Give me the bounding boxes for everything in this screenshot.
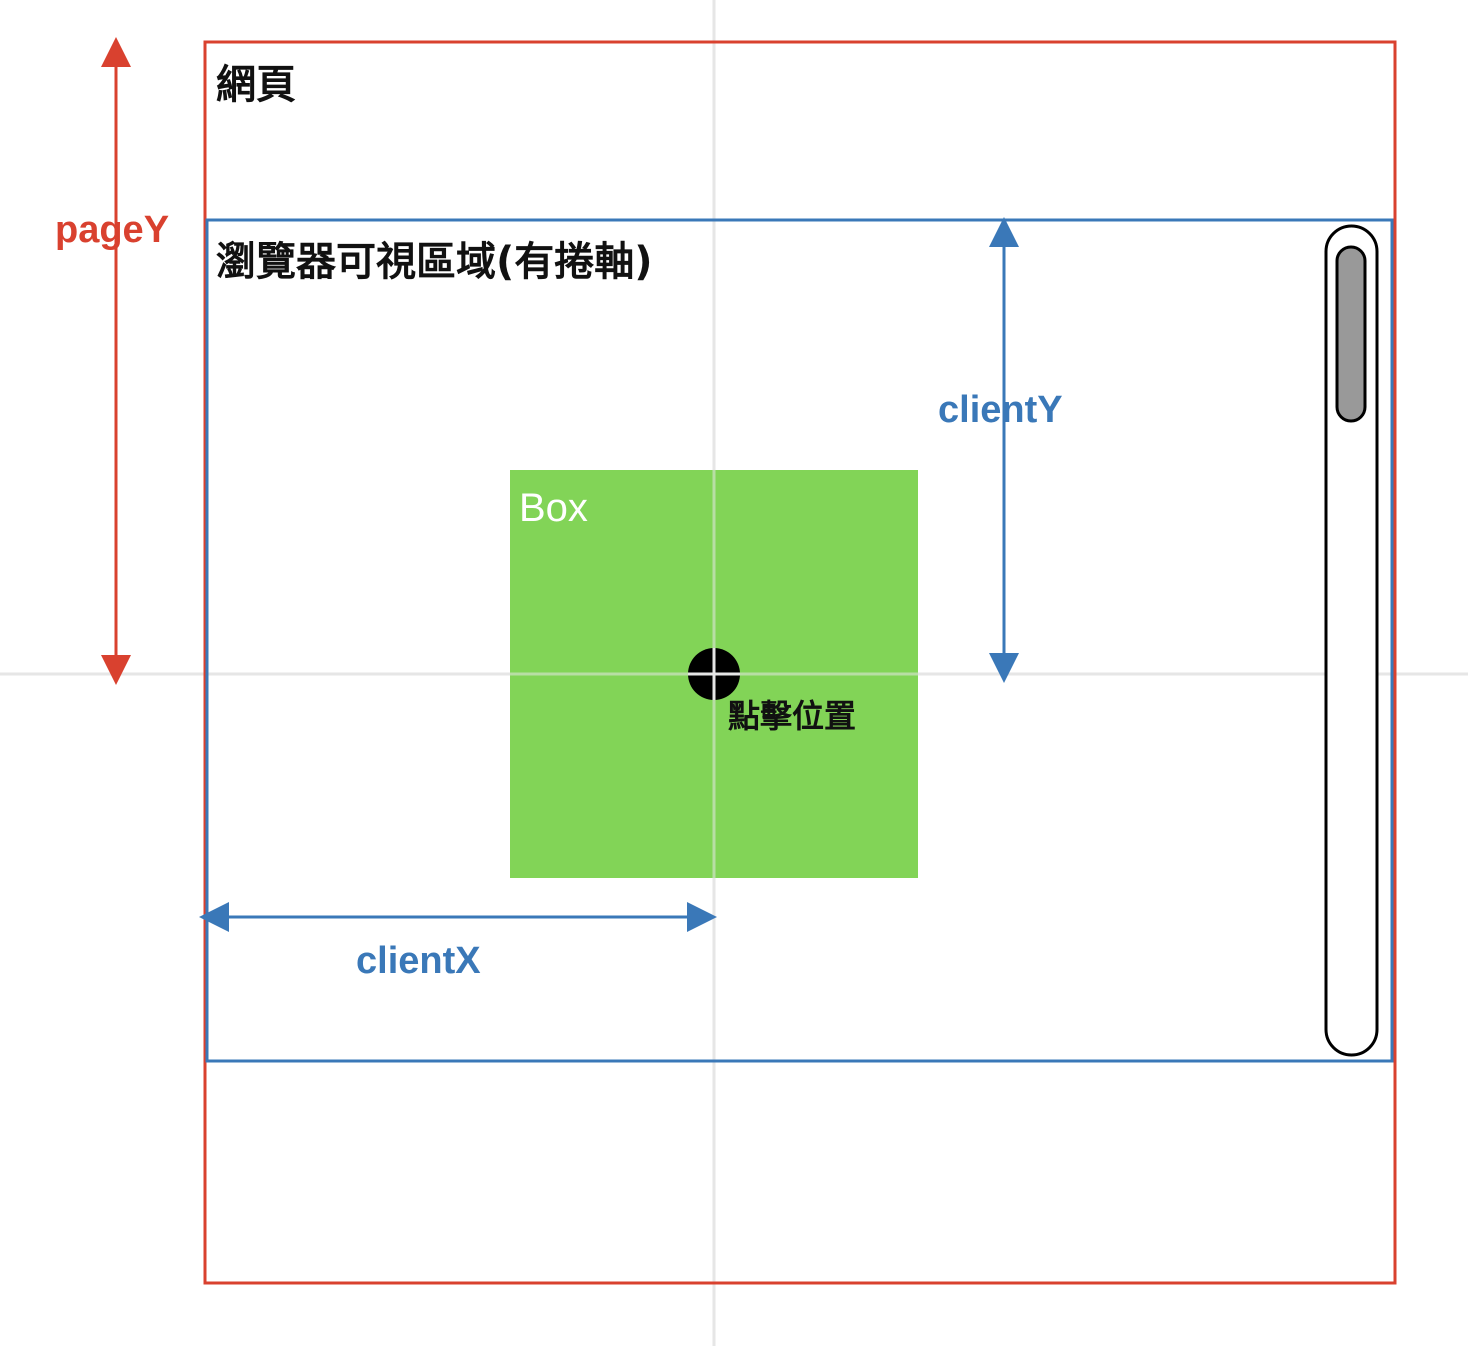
box-label: Box xyxy=(519,486,588,530)
client-x-label: clientX xyxy=(356,940,481,982)
viewport-label: 瀏覽器可視區域(有捲軸) xyxy=(216,239,653,285)
scrollbar-track[interactable] xyxy=(1324,224,1379,1057)
scrollbar-icon[interactable] xyxy=(1324,224,1379,1057)
viewport-frame xyxy=(205,218,1394,1063)
client-y-label: clientY xyxy=(938,389,1063,431)
page-frame xyxy=(203,40,1397,1285)
click-position-label: 點擊位置 xyxy=(728,697,856,735)
crosshair-dot-icon xyxy=(688,648,740,700)
page-label: 網頁 xyxy=(216,62,296,108)
scrollbar-thumb[interactable] xyxy=(1335,245,1367,423)
page-y-label: pageY xyxy=(55,209,169,251)
